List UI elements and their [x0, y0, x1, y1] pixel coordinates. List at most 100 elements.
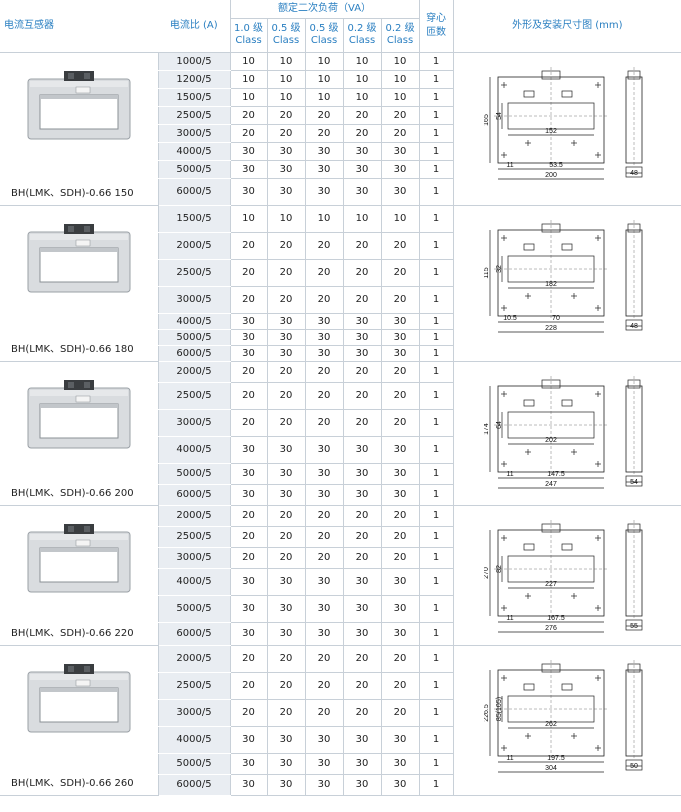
load-cell: 20 [229, 526, 267, 548]
transformer-photo [27, 223, 131, 292]
load-cell: 20 [304, 409, 343, 437]
load-cell: 20 [380, 699, 420, 727]
class-grade: 0.2 级 [385, 23, 415, 34]
load-cell: 20 [342, 699, 381, 727]
model-cell: BH(LMK、SDH)-0.66 220 [0, 505, 158, 646]
ratio-cell: 3000/5 [157, 409, 230, 437]
ratio-cell: 3000/5 [157, 286, 230, 314]
dim-inner-height: 82 [496, 565, 503, 573]
load-cell: 30 [380, 726, 420, 754]
load-cell: 20 [380, 361, 420, 383]
load-cell: 30 [229, 774, 267, 796]
load-cell: 10 [229, 205, 267, 233]
dim-offset: 10.5 [503, 315, 517, 322]
dim-inner-width: 202 [545, 437, 557, 444]
turns-cell: 1 [418, 106, 454, 125]
load-cell: 30 [342, 774, 381, 796]
class-word: Class [235, 35, 262, 46]
load-cell: 30 [342, 622, 381, 646]
ratio-cell: 4000/5 [157, 142, 230, 161]
load-cell: 30 [304, 463, 343, 485]
load-cell: 20 [229, 547, 267, 569]
load-cell: 30 [266, 484, 305, 506]
load-cell: 20 [266, 547, 305, 569]
ratio-cell: 1000/5 [157, 52, 230, 71]
model-label: BH(LMK、SDH)-0.66 150 [11, 187, 134, 199]
load-cell: 30 [229, 595, 267, 623]
turns-cell: 1 [418, 568, 454, 596]
model-label: BH(LMK、SDH)-0.66 260 [11, 777, 134, 789]
load-cell: 20 [380, 232, 420, 260]
class-grade: 0.2 级 [347, 23, 377, 34]
dim-sub-width: 53.5 [549, 162, 563, 169]
ratio-cell: 5000/5 [157, 160, 230, 179]
load-cell: 30 [304, 753, 343, 775]
load-cell: 20 [266, 286, 305, 314]
load-cell: 30 [304, 178, 343, 206]
load-cell: 10 [380, 52, 420, 71]
ratio-cell: 2500/5 [157, 382, 230, 410]
load-cell: 20 [304, 382, 343, 410]
header-load: 额定二次负荷（VA） [229, 0, 420, 19]
ratio-cell: 6000/5 [157, 345, 230, 362]
dim-depth: 54 [630, 479, 638, 486]
turns-cell: 1 [418, 142, 454, 161]
load-cell: 30 [229, 753, 267, 775]
header-turns: 穿心匝数 [418, 0, 454, 53]
load-cell: 10 [229, 52, 267, 71]
turns-cell: 1 [418, 463, 454, 485]
load-cell: 20 [304, 645, 343, 673]
load-cell: 10 [266, 205, 305, 233]
load-cell: 30 [266, 142, 305, 161]
load-cell: 20 [229, 124, 267, 143]
load-cell: 20 [304, 286, 343, 314]
load-cell: 30 [342, 753, 381, 775]
load-cell: 10 [229, 70, 267, 89]
load-cell: 20 [304, 361, 343, 383]
load-cell: 20 [229, 672, 267, 700]
load-cell: 20 [266, 382, 305, 410]
class-word: Class [310, 35, 338, 46]
load-cell: 20 [342, 409, 381, 437]
turns-cell: 1 [418, 259, 454, 287]
dim-width: 247 [545, 481, 557, 488]
load-cell: 20 [380, 526, 420, 548]
turns-cell: 1 [418, 672, 454, 700]
load-cell: 30 [229, 313, 267, 330]
load-cell: 30 [266, 753, 305, 775]
load-cell: 20 [342, 232, 381, 260]
load-cell: 20 [229, 382, 267, 410]
dim-width: 200 [545, 172, 557, 179]
turns-cell: 1 [418, 505, 454, 527]
model-cell: BH(LMK、SDH)-0.66 200 [0, 361, 158, 506]
load-cell: 10 [304, 52, 343, 71]
load-cell: 10 [229, 88, 267, 107]
turns-cell: 1 [418, 124, 454, 143]
ratio-cell: 3000/5 [157, 124, 230, 143]
load-cell: 20 [380, 286, 420, 314]
load-cell: 20 [380, 124, 420, 143]
load-cell: 30 [229, 345, 267, 362]
load-cell: 30 [266, 345, 305, 362]
ratio-cell: 1500/5 [157, 205, 230, 233]
load-cell: 20 [380, 547, 420, 569]
model-label: BH(LMK、SDH)-0.66 220 [11, 627, 134, 639]
ratio-cell: 6000/5 [157, 774, 230, 796]
load-cell: 30 [342, 484, 381, 506]
